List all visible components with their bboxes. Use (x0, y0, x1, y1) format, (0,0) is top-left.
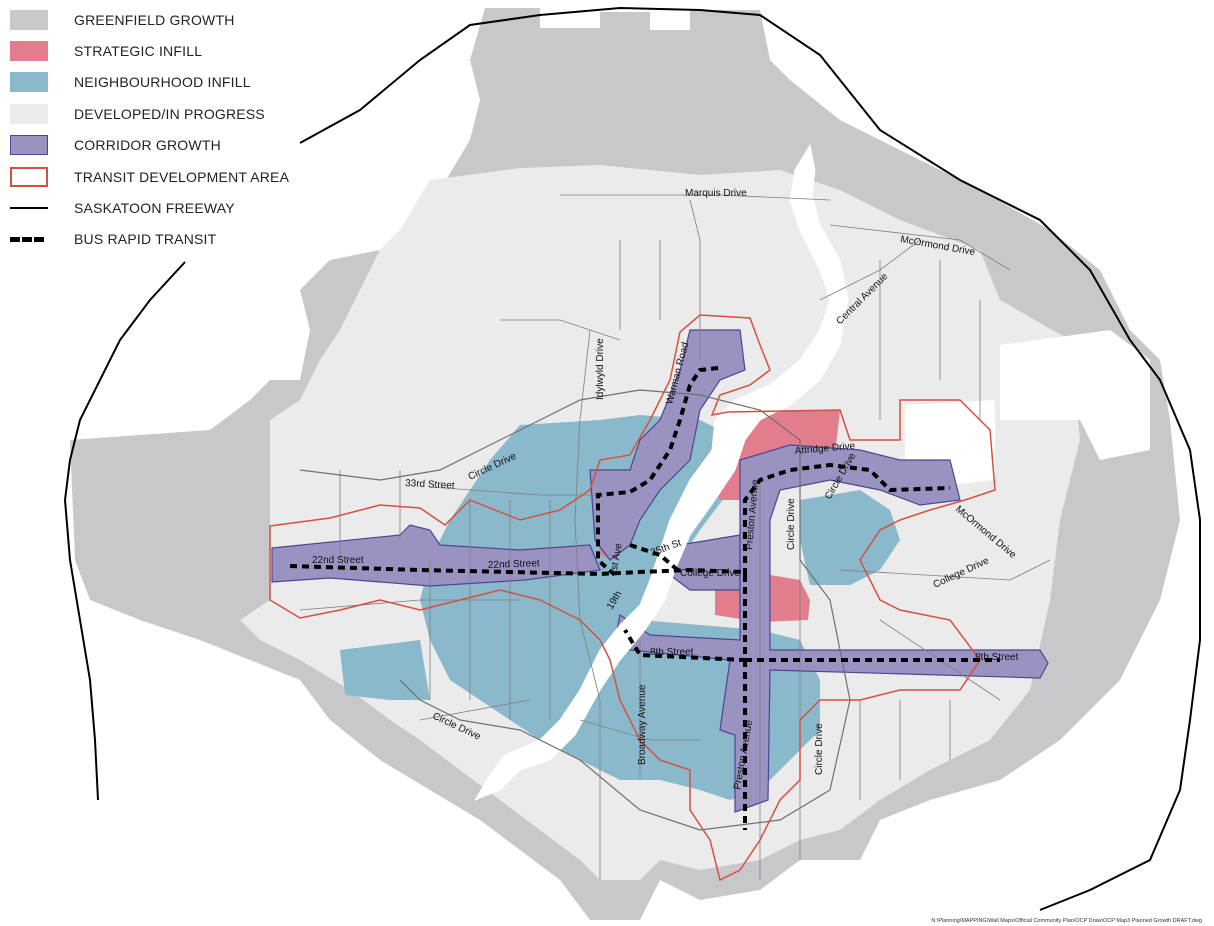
legend-label: TRANSIT DEVELOPMENT AREA (74, 168, 290, 185)
river (473, 143, 849, 802)
label-22nd-street-west: 22nd Street (312, 555, 364, 566)
legend-label: STRATEGIC INFILL (74, 43, 203, 60)
label-33rd-street: 33rd Street (405, 478, 455, 492)
label-8th-street: 8th Street (650, 647, 694, 658)
undeveloped-east (1000, 330, 1150, 460)
legend-item-corridor-growth: CORRIDOR GROWTH (10, 130, 340, 161)
legend-item-greenfield: GREENFIELD GROWTH (10, 4, 340, 35)
legend-swatch (10, 9, 48, 30)
legend-label: NEIGHBOURHOOD INFILL (74, 74, 251, 91)
legend-swatch (10, 166, 48, 187)
circle-drive (299, 389, 851, 831)
legend-label: BUS RAPID TRANSIT (74, 231, 217, 248)
saskatoon-freeway-west (63, 261, 186, 801)
neighbourhood-infill-east (800, 490, 900, 585)
legend-swatch (10, 207, 48, 210)
transit-development-area (269, 314, 996, 882)
legend-item-saskatoon-freeway: SASKATOON FREEWAY (10, 192, 340, 223)
label-circle-drive-east: Circle Drive (786, 498, 797, 550)
map-legend: GREENFIELD GROWTH STRATEGIC INFILL NEIGH… (10, 4, 340, 255)
label-attridge-drive: Attridge Drive (794, 441, 856, 457)
legend-item-bus-rapid-transit: BUS RAPID TRANSIT (10, 224, 340, 255)
legend-swatch (10, 236, 44, 242)
legend-swatch (10, 103, 48, 124)
label-circle-drive-south: Circle Drive (814, 723, 825, 775)
legend-item-strategic-infill: STRATEGIC INFILL (10, 35, 340, 66)
label-college-drive: College Drive (680, 568, 740, 579)
street-network (299, 194, 1051, 880)
neighbourhood-infill-southwest (340, 640, 430, 700)
legend-swatch (10, 41, 48, 62)
label-idylwyld-drive: Idylwyld Drive (595, 338, 606, 400)
legend-item-developed: DEVELOPED/IN PROGRESS (10, 98, 340, 129)
legend-label: CORRIDOR GROWTH (74, 137, 221, 154)
legend-item-neighbourhood-infill: NEIGHBOURHOOD INFILL (10, 67, 340, 98)
saskatoon-freeway (299, 6, 1201, 911)
label-22nd-street-east: 22nd Street (488, 558, 540, 571)
legend-label: DEVELOPED/IN PROGRESS (74, 105, 265, 122)
legend-swatch (10, 72, 48, 93)
neighbourhood-infill (420, 415, 820, 800)
file-path-footer: N:\Planning\MAPPING\Wall Maps\Official C… (931, 918, 1202, 924)
label-broadway-avenue: Broadway Avenue (637, 684, 648, 765)
legend-label: GREENFIELD GROWTH (74, 11, 235, 28)
label-marquis-drive: Marquis Drive (685, 188, 747, 199)
legend-item-transit-development-area: TRANSIT DEVELOPMENT AREA (10, 161, 340, 192)
label-8th-street-east: 8th Street (975, 652, 1019, 663)
legend-swatch (10, 135, 48, 156)
legend-label: SASKATOON FREEWAY (74, 200, 235, 217)
bus-rapid-transit (289, 366, 1000, 830)
